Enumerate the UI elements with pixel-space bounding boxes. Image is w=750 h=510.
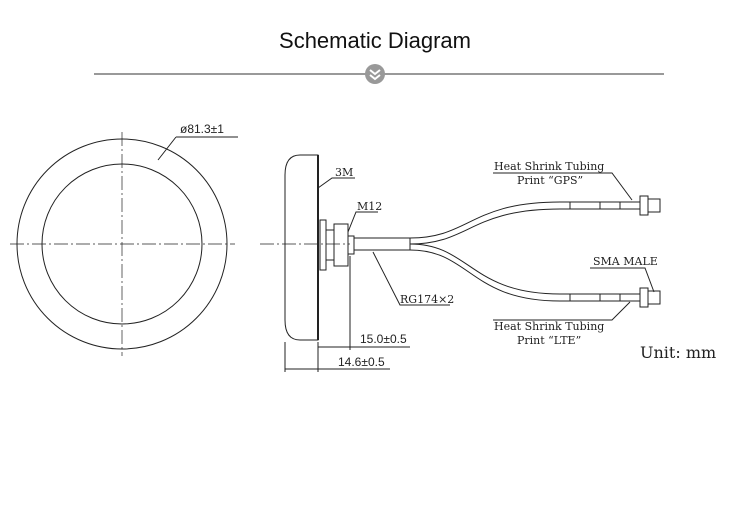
dimension-14-6: 14.6±0.5 bbox=[338, 355, 385, 369]
thread-label: M12 bbox=[357, 200, 382, 213]
adhesive-label: 3M bbox=[335, 166, 353, 179]
dimension-15: 15.0±0.5 bbox=[360, 332, 407, 346]
diameter-label: ø81.3±1 bbox=[180, 122, 224, 136]
lte-print-label: Print “LTE” bbox=[517, 334, 581, 347]
chevron-down-icon bbox=[365, 64, 385, 84]
top-view: ø81.3±1 bbox=[10, 122, 238, 356]
page-title: Schematic Diagram bbox=[279, 28, 471, 53]
sma-male-label: SMA MALE bbox=[593, 255, 658, 268]
cable-label: RG174×2 bbox=[400, 293, 454, 306]
lte-tubing-label: Heat Shrink Tubing bbox=[494, 320, 604, 333]
gps-tubing-label: Heat Shrink Tubing bbox=[494, 160, 604, 173]
side-view: 15.0±0.5 14.6±0.5 3M M12 RG174×2 Heat Sh… bbox=[260, 154, 661, 372]
gps-print-label: Print “GPS” bbox=[517, 174, 583, 187]
unit-label: Unit: mm bbox=[640, 343, 716, 362]
